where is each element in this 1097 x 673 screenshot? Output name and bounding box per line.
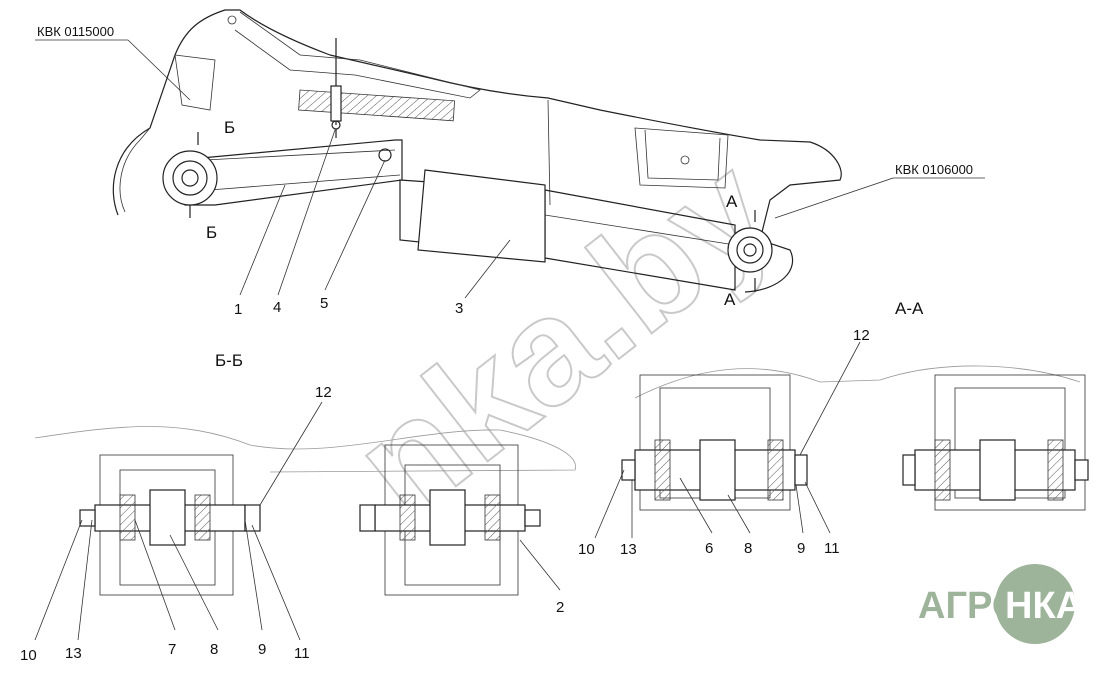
section-mark-b-bottom: Б [206, 223, 217, 242]
callout-main-4: 4 [273, 299, 281, 316]
callout-main-1: 1 [234, 301, 242, 318]
callout-bb-13: 13 [65, 645, 82, 662]
section-mark-a-top: А [726, 192, 738, 211]
reference-left: КВК 0115000 [37, 24, 114, 39]
callout-aa-9: 9 [797, 540, 805, 557]
callout-bb-2: 2 [556, 599, 564, 616]
callout-bb-10: 10 [20, 647, 37, 664]
callout-aa-12: 12 [853, 327, 870, 344]
callout-aa-10: 10 [578, 541, 595, 558]
callout-aa-6: 6 [705, 540, 713, 557]
section-aa-title: А-А [895, 299, 924, 318]
callout-bb-12: 12 [315, 384, 332, 401]
callout-main-3: 3 [455, 300, 463, 317]
section-mark-a-bottom: А [724, 290, 736, 309]
callout-bb-7: 7 [168, 641, 176, 658]
logo-badge [995, 564, 1075, 644]
callout-bb-8: 8 [210, 641, 218, 658]
section-aa-view: А-А 10 13 6 8 9 11 12 [578, 299, 1089, 558]
agronka-logo: АГРО НКА [918, 564, 1083, 644]
callout-bb-11: 11 [294, 645, 310, 662]
callout-aa-13: 13 [620, 541, 637, 558]
callout-main-5: 5 [320, 295, 328, 312]
callout-aa-11: 11 [824, 540, 840, 557]
main-view: Б Б А А КВК 0115000 КВК 0106000 1 4 5 3 [35, 9, 985, 318]
callout-aa-8: 8 [744, 540, 752, 557]
section-bb-view: Б-Б 10 13 7 8 9 11 12 [20, 351, 576, 664]
logo-right-text: НКА [1005, 585, 1083, 627]
section-bb-title: Б-Б [215, 351, 243, 370]
callout-bb-9: 9 [258, 641, 266, 658]
section-mark-b-top: Б [224, 118, 235, 137]
reference-right: КВК 0106000 [895, 162, 973, 177]
